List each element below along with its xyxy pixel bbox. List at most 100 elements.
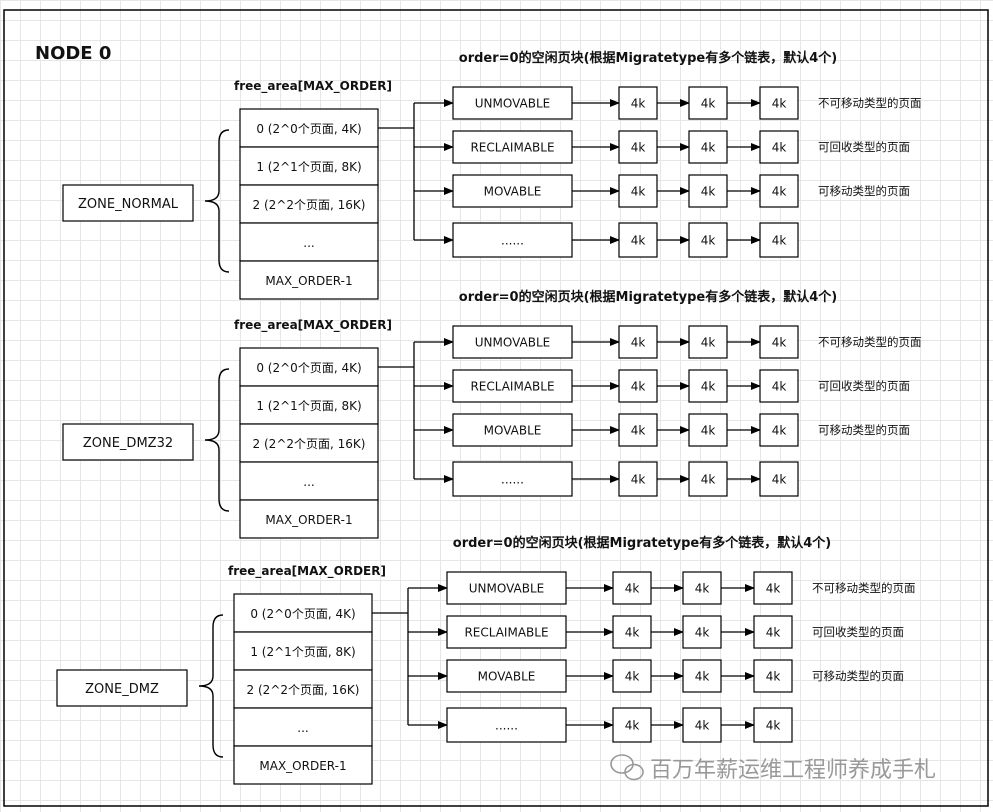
migratetype-box [446, 615, 567, 649]
migratetype-label: ...... [495, 719, 518, 733]
page-block-label: 4k [772, 336, 787, 350]
page-block-label: 4k [695, 626, 710, 640]
migratetype-note: 可移动类型的页面 [818, 184, 910, 198]
page-block [759, 86, 799, 120]
migratetype-note: 可回收类型的页面 [818, 379, 910, 393]
migratetype-label: ...... [501, 473, 524, 487]
order-cell [233, 593, 373, 633]
node-frame [3, 9, 989, 807]
page-block-label: 4k [631, 473, 646, 487]
page-block [753, 659, 793, 693]
page-block [682, 615, 722, 649]
page-block-label: 4k [701, 380, 716, 394]
watermark: 百万年薪运维工程师养成手札 [610, 754, 936, 783]
migratetype-label: UNMOVABLE [475, 336, 551, 350]
page-block-label: 4k [701, 424, 716, 438]
page-block-label: 4k [625, 719, 640, 733]
brace [204, 129, 230, 273]
page-block-label: 4k [766, 670, 781, 684]
order-cell-label: MAX_ORDER-1 [259, 759, 346, 773]
zone-group: order=0的空闲页块(根据Migratetype有多个链表，默认4个)fre… [56, 535, 916, 785]
brace [198, 614, 224, 758]
page-block-label: 4k [631, 336, 646, 350]
page-block-label: 4k [701, 97, 716, 111]
zone-name: ZONE_NORMAL [78, 197, 179, 212]
order-cell-label: 0 (2^0个页面, 4K) [256, 361, 361, 375]
page-block-label: 4k [772, 473, 787, 487]
migratetype-box [452, 222, 573, 258]
page-block-label: 4k [631, 185, 646, 199]
page-block-label: 4k [625, 670, 640, 684]
zone-box [62, 423, 194, 461]
page-block-label: 4k [766, 719, 781, 733]
order-cell [239, 146, 379, 186]
page-block [688, 325, 728, 359]
migratetype-note: 不可移动类型的页面 [818, 335, 922, 349]
order-cell [233, 745, 373, 785]
wechat-icon [610, 754, 644, 781]
page-block [682, 659, 722, 693]
page-block-label: 4k [695, 719, 710, 733]
page-block [688, 461, 728, 497]
order-cell-label: 2 (2^2个页面, 16K) [253, 198, 366, 212]
zone-box [56, 669, 188, 707]
page-block-label: 4k [772, 380, 787, 394]
page-block [759, 413, 799, 447]
page-block [688, 86, 728, 120]
page-block [759, 130, 799, 164]
page-block-label: 4k [625, 582, 640, 596]
page-block-label: 4k [772, 97, 787, 111]
page-block [618, 369, 658, 403]
migratetype-note: 可回收类型的页面 [812, 625, 904, 639]
migratetype-label: RECLAIMABLE [470, 380, 554, 394]
migratetype-label: RECLAIMABLE [464, 626, 548, 640]
migratetype-label: ...... [501, 234, 524, 248]
order-cell-label: 1 (2^1个页面, 8K) [256, 160, 361, 174]
page-block [759, 222, 799, 258]
page-block [688, 369, 728, 403]
migratetype-note: 可移动类型的页面 [812, 669, 904, 683]
zone-group: order=0的空闲页块(根据Migratetype有多个链表，默认4个) fre… [62, 289, 922, 539]
migratetype-note: 不可移动类型的页面 [812, 581, 916, 595]
order-cell-label: 2 (2^2个页面, 16K) [247, 683, 360, 697]
page-block [618, 86, 658, 120]
page-block [753, 707, 793, 743]
zone-list-header: order=0的空闲页块(根据Migratetype有多个链表，默认4个) [459, 289, 837, 305]
order-cell-label: 1 (2^1个页面, 8K) [256, 399, 361, 413]
brace [204, 368, 230, 512]
order-cell-label: ... [303, 236, 314, 250]
migratetype-label: MOVABLE [478, 670, 536, 684]
zone-list-header: order=0的空闲页块(根据Migratetype有多个链表，默认4个) [453, 535, 831, 551]
order-cell-label: MAX_ORDER-1 [265, 513, 352, 527]
migratetype-label: MOVABLE [484, 185, 542, 199]
page-block [618, 130, 658, 164]
order-cell [239, 108, 379, 148]
migratetype-box [452, 461, 573, 497]
page-block [682, 571, 722, 605]
order-cell [233, 669, 373, 709]
page-block [618, 461, 658, 497]
free-area-label: free_area[MAX_ORDER] [234, 318, 392, 333]
page-block [759, 325, 799, 359]
watermark-text: 百万年薪运维工程师养成手札 [650, 758, 936, 783]
order-cell [233, 707, 373, 747]
migratetype-box [452, 130, 573, 164]
page-block-label: 4k [772, 234, 787, 248]
page-block-label: 4k [772, 185, 787, 199]
order-cell-label: MAX_ORDER-1 [265, 274, 352, 288]
migratetype-label: MOVABLE [484, 424, 542, 438]
migratetype-label: UNMOVABLE [469, 582, 545, 596]
page-block-label: 4k [625, 626, 640, 640]
migratetype-note: 不可移动类型的页面 [818, 96, 922, 110]
page-block [753, 571, 793, 605]
node-title: NODE 0 [35, 43, 111, 64]
migratetype-box [452, 86, 573, 120]
migratetype-label: UNMOVABLE [475, 97, 551, 111]
migratetype-box [446, 659, 567, 693]
migratetype-box [446, 707, 567, 743]
page-block [688, 174, 728, 208]
zones-layer: order=0的空闲页块(根据Migratetype有多个链表，默认4个) fre… [56, 50, 922, 785]
migratetype-label: RECLAIMABLE [470, 141, 554, 155]
page-block-label: 4k [766, 626, 781, 640]
